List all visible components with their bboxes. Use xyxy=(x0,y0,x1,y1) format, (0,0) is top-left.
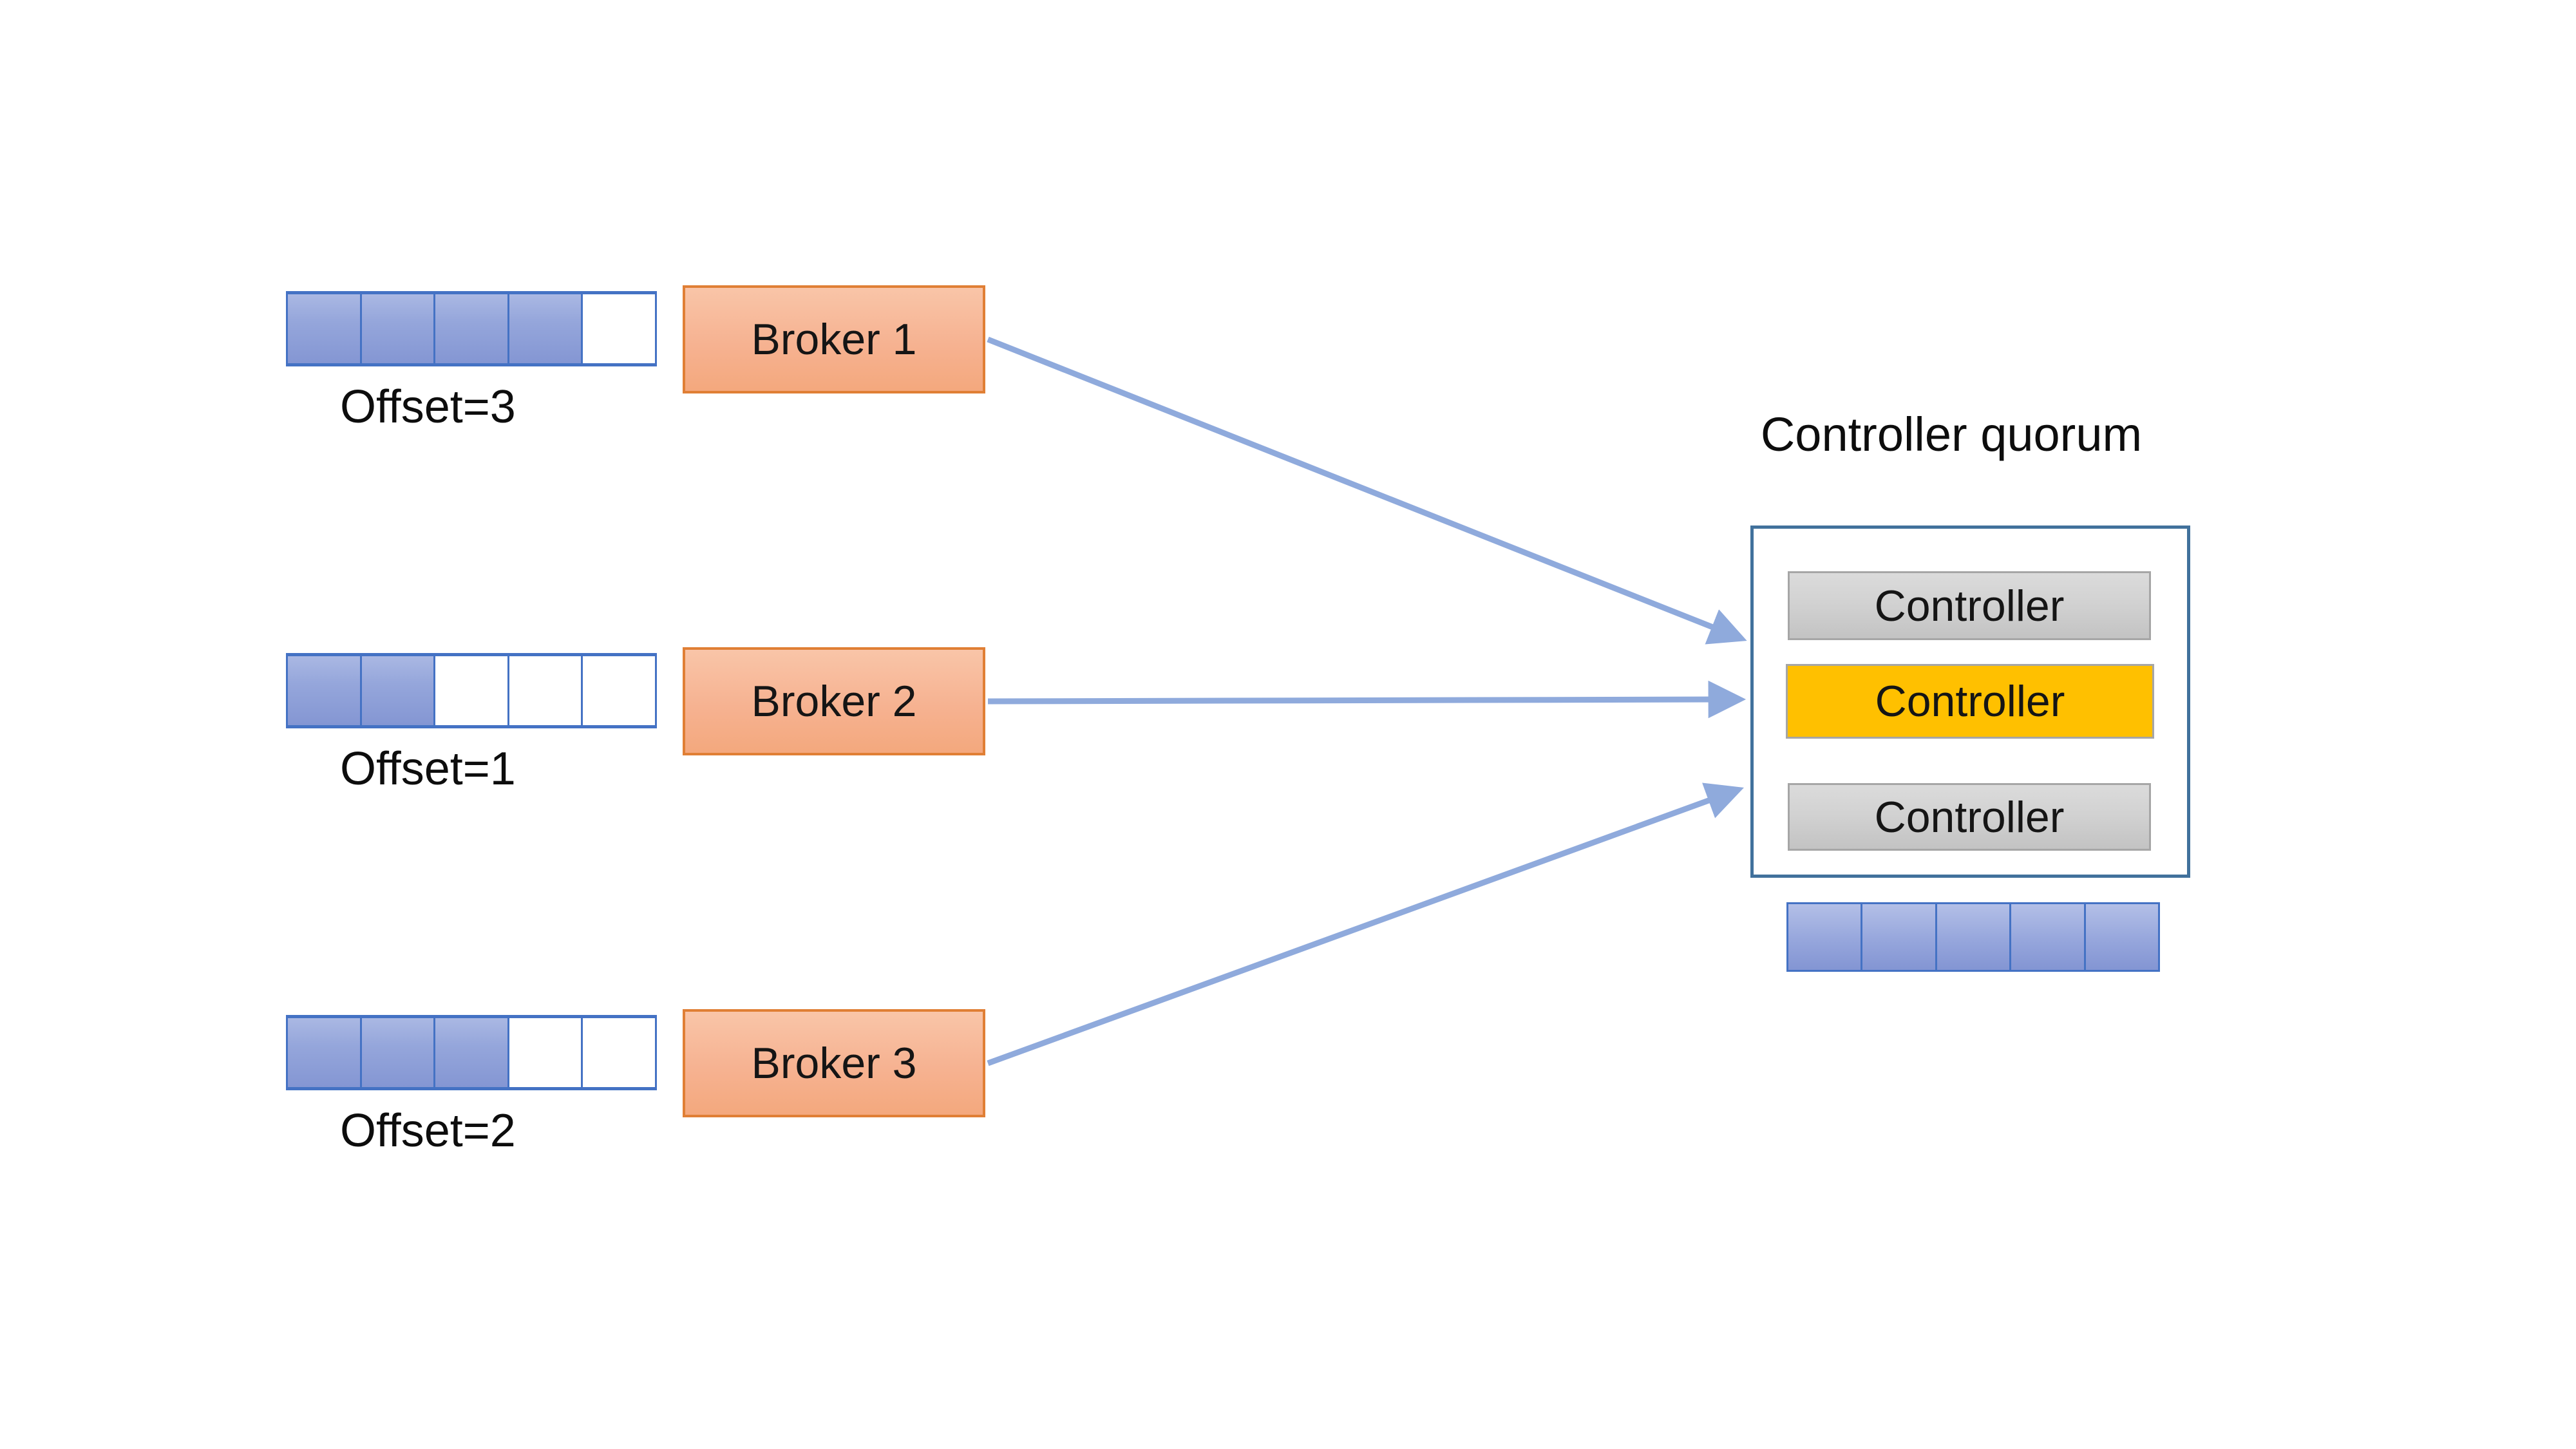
log-cell-empty xyxy=(583,656,655,725)
broker-2-label: Broker 2 xyxy=(751,677,917,726)
controller-box-3: Controller xyxy=(1788,783,2151,851)
broker-3-label: Broker 3 xyxy=(751,1039,917,1088)
broker-3-log-strip xyxy=(286,1015,657,1090)
arrow-broker-3-to-quorum xyxy=(987,782,1744,1066)
log-cell-filled xyxy=(361,294,436,363)
arrow-broker-2-to-quorum xyxy=(987,680,1747,719)
log-cell-filled xyxy=(288,294,362,363)
log-cell-filled xyxy=(288,1018,362,1087)
quorum-metadata-log-strip xyxy=(1786,902,2160,972)
broker-1-offset-label: Offset=3 xyxy=(340,381,516,433)
log-cell-empty xyxy=(435,656,509,725)
broker-2-box: Broker 2 xyxy=(683,647,985,755)
log-cell-empty xyxy=(509,656,583,725)
broker-1-box: Broker 1 xyxy=(683,285,985,393)
log-cell-filled xyxy=(1788,904,1863,970)
controller-box-2-leader: Controller xyxy=(1786,664,2154,739)
log-cell-filled xyxy=(361,1018,436,1087)
log-cell-filled xyxy=(2085,904,2159,970)
log-cell-empty xyxy=(583,1018,655,1087)
broker-3-box: Broker 3 xyxy=(683,1009,985,1117)
log-cell-filled xyxy=(509,294,583,363)
broker-3-offset-label: Offset=2 xyxy=(340,1105,516,1157)
broker-2-log-strip xyxy=(286,653,657,728)
controller-1-label: Controller xyxy=(1874,581,2065,630)
log-cell-filled xyxy=(435,1018,509,1087)
broker-1-log-strip xyxy=(286,291,657,366)
controller-3-label: Controller xyxy=(1874,792,2065,842)
log-cell-filled xyxy=(1937,904,2012,970)
arrow-broker-1-to-quorum xyxy=(987,336,1747,645)
controller-quorum-title: Controller quorum xyxy=(1760,408,2143,461)
controller-2-label: Controller xyxy=(1875,677,2065,726)
broker-2-offset-label: Offset=1 xyxy=(340,743,516,795)
log-cell-filled xyxy=(1862,904,1937,970)
controller-box-1: Controller xyxy=(1788,571,2151,640)
log-cell-filled xyxy=(288,656,362,725)
broker-1-label: Broker 1 xyxy=(751,315,917,364)
log-cell-filled xyxy=(361,656,436,725)
log-cell-empty xyxy=(583,294,655,363)
log-cell-filled xyxy=(2011,904,2086,970)
log-cell-empty xyxy=(509,1018,583,1087)
log-cell-filled xyxy=(435,294,509,363)
